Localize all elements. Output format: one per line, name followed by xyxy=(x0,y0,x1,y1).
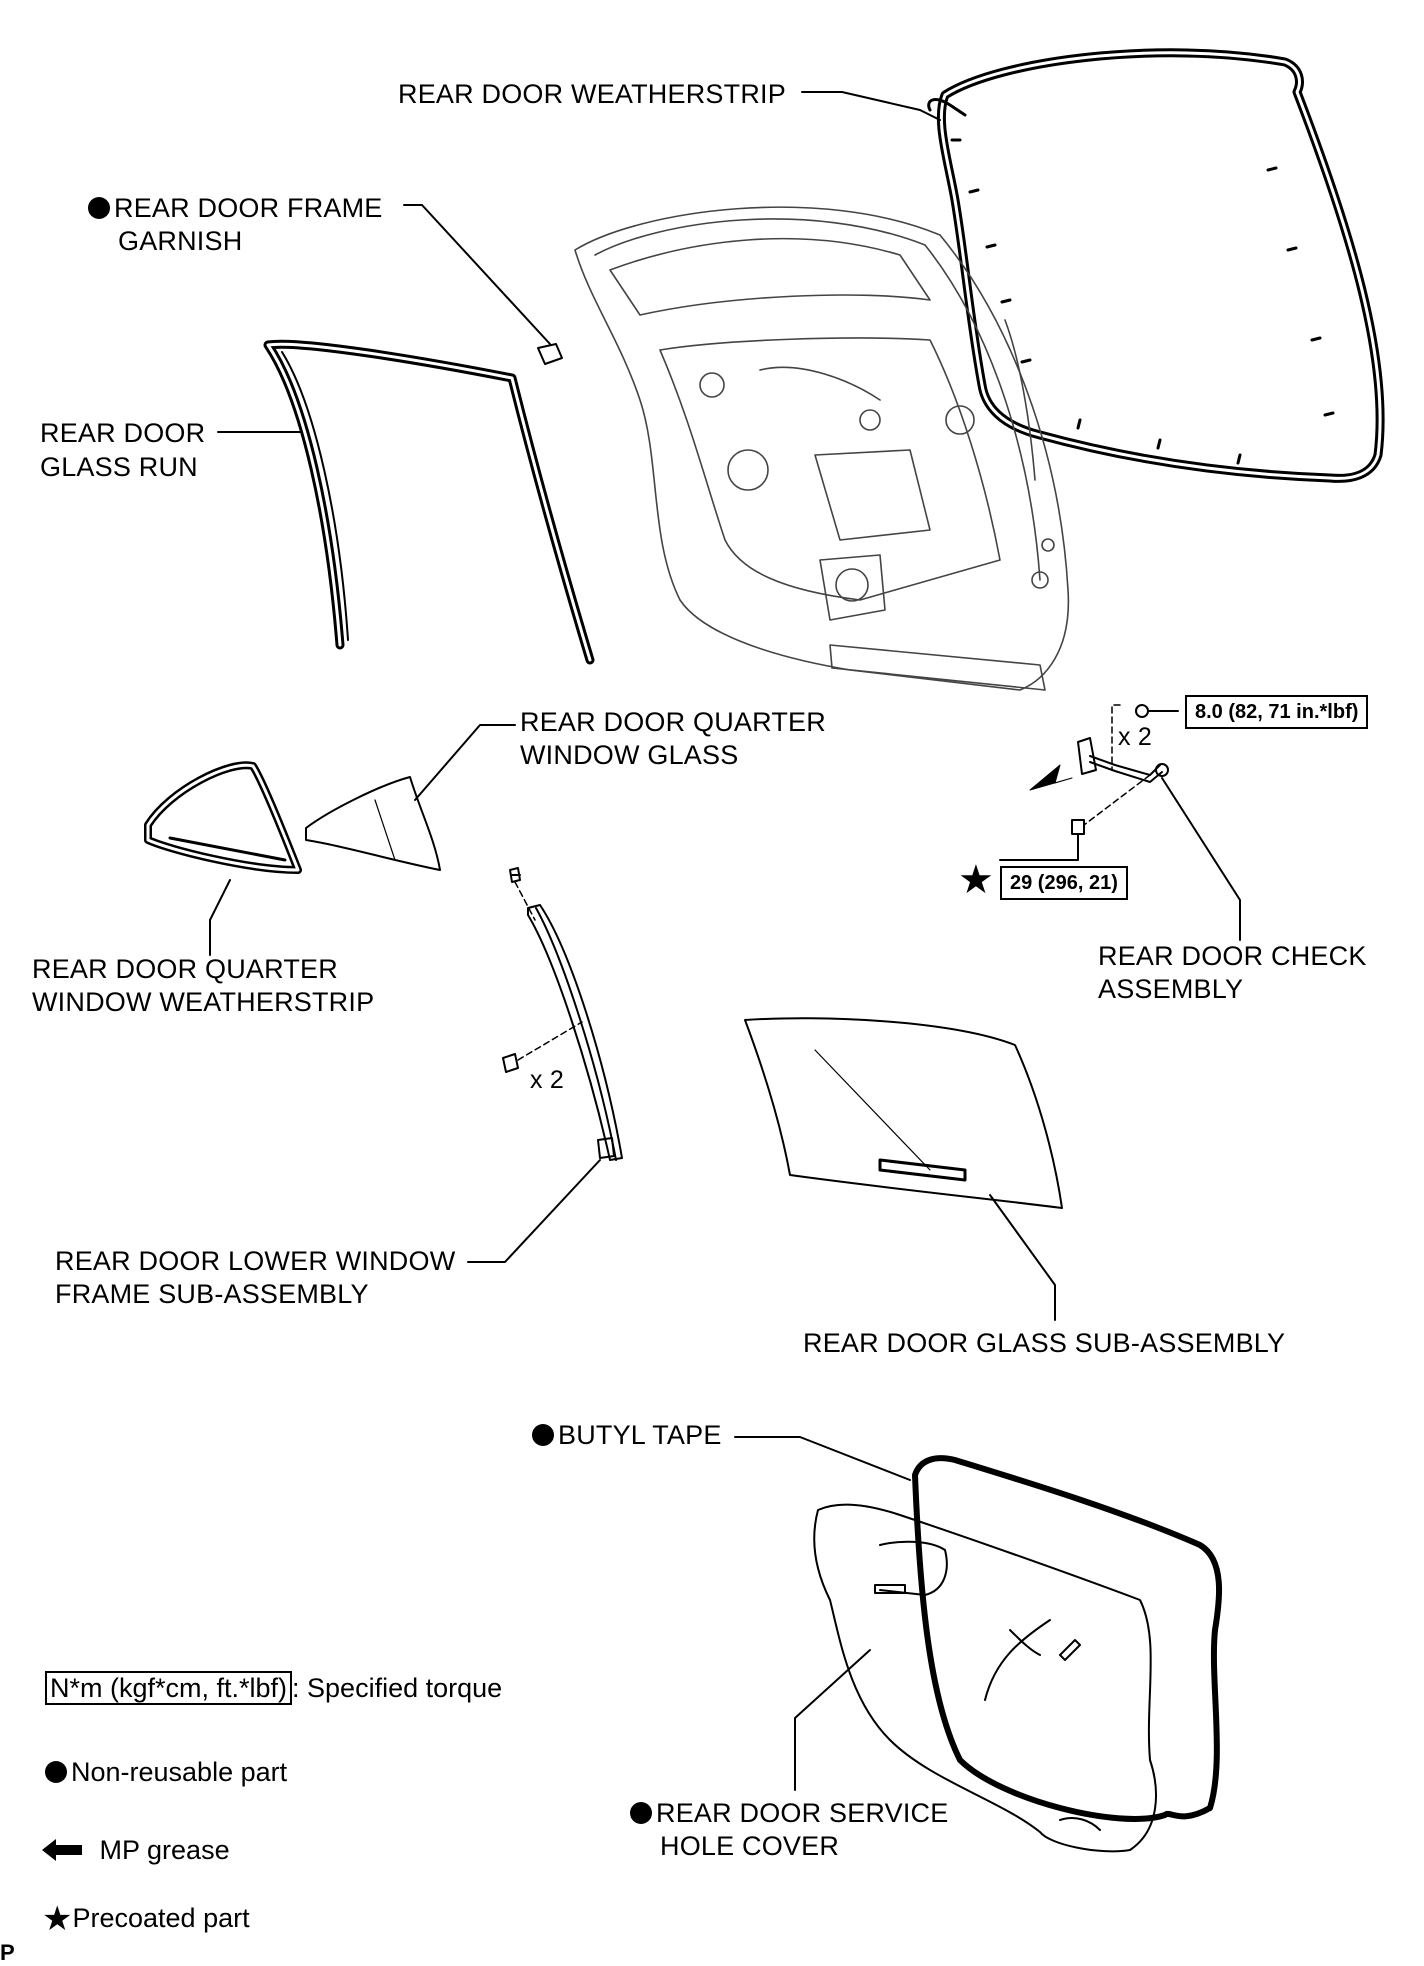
rear-door-panel-part xyxy=(574,206,1070,691)
label-line-1: REAR DOOR FRAME xyxy=(114,193,383,223)
rear-door-lower-window-frame-part xyxy=(502,867,623,1161)
label-quarter-window-glass: REAR DOOR QUARTER xyxy=(520,707,826,737)
torque-check-nut: 8.0 (82, 71 in.*lbf) xyxy=(1185,695,1369,729)
legend-precoated: ★Precoated part xyxy=(42,1902,250,1936)
legend-non-reusable: Non-reusable part xyxy=(45,1756,287,1789)
legend-mp-grease: MP grease xyxy=(40,1834,230,1867)
label-lower-window-frame: REAR DOOR LOWER WINDOW xyxy=(55,1246,456,1276)
label-rear-door-glass: REAR DOOR GLASS SUB-ASSEMBLY xyxy=(803,1328,1286,1358)
frame-screw-quantity: x 2 xyxy=(530,1066,564,1094)
rear-door-check-part xyxy=(1071,704,1169,847)
label-rear-door-check: REAR DOOR CHECK xyxy=(1098,941,1367,971)
label-rear-door-frame-garnish-2: GARNISH xyxy=(118,226,243,256)
legend-torque-unit: N*m (kgf*cm, ft.*lbf) xyxy=(45,1671,293,1705)
label-rear-door-glass-run-2: GLASS RUN xyxy=(40,452,198,482)
rear-door-quarter-window-glass-part xyxy=(305,776,441,871)
non-reusable-icon xyxy=(45,1761,67,1783)
label-text: BUTYL TAPE xyxy=(558,1420,722,1450)
rear-door-service-hole-cover-part xyxy=(813,1503,1157,1853)
label-rear-door-glass-run: REAR DOOR xyxy=(40,418,206,448)
label-quarter-window-glass-2: WINDOW GLASS xyxy=(520,740,739,770)
legend-torque-desc: : Specified torque xyxy=(292,1673,503,1703)
torque-check-bolt: 29 (296, 21) xyxy=(1000,866,1128,900)
precoated-star-icon: ★ xyxy=(958,858,994,902)
label-quarter-window-weatherstrip: REAR DOOR QUARTER xyxy=(32,954,338,984)
mp-grease-arrow-icon xyxy=(42,1839,82,1861)
non-reusable-icon xyxy=(88,197,110,219)
rear-door-weatherstrip-part xyxy=(927,48,1385,483)
check-nut-quantity: x 2 xyxy=(1118,723,1152,751)
label-line-1: REAR DOOR SERVICE xyxy=(656,1798,949,1828)
rear-door-frame-garnish-part xyxy=(537,343,563,365)
rear-door-glass-part xyxy=(744,1017,1063,1209)
label-lower-window-frame-2: FRAME SUB-ASSEMBLY xyxy=(55,1279,369,1309)
rear-door-glass-run-part xyxy=(263,339,595,665)
label-quarter-window-weatherstrip-2: WINDOW WEATHERSTRIP xyxy=(32,987,375,1017)
legend-non-reusable-text: Non-reusable part xyxy=(71,1757,288,1787)
legend-mp-grease-text: MP grease xyxy=(99,1835,230,1865)
label-rear-door-weatherstrip: REAR DOOR WEATHERSTRIP xyxy=(398,79,786,109)
label-rear-door-check-2: ASSEMBLY xyxy=(1098,974,1244,1004)
non-reusable-icon xyxy=(630,1802,652,1824)
corner-mark: P xyxy=(0,1940,15,1965)
precoated-star-icon: ★ xyxy=(42,1900,73,1938)
label-service-hole-cover-2: HOLE COVER xyxy=(660,1831,840,1861)
legend-torque: N*m (kgf*cm, ft.*lbf): Specified torque xyxy=(45,1671,503,1705)
butyl-tape-part xyxy=(912,1455,1223,1822)
label-butyl-tape: BUTYL TAPE xyxy=(532,1419,722,1452)
label-service-hole-cover: REAR DOOR SERVICE xyxy=(630,1797,948,1830)
legend-precoated-text: Precoated part xyxy=(72,1903,250,1933)
label-rear-door-frame-garnish: REAR DOOR FRAME xyxy=(88,192,383,225)
non-reusable-icon xyxy=(532,1424,554,1446)
rear-door-quarter-window-weatherstrip-part xyxy=(144,761,302,874)
